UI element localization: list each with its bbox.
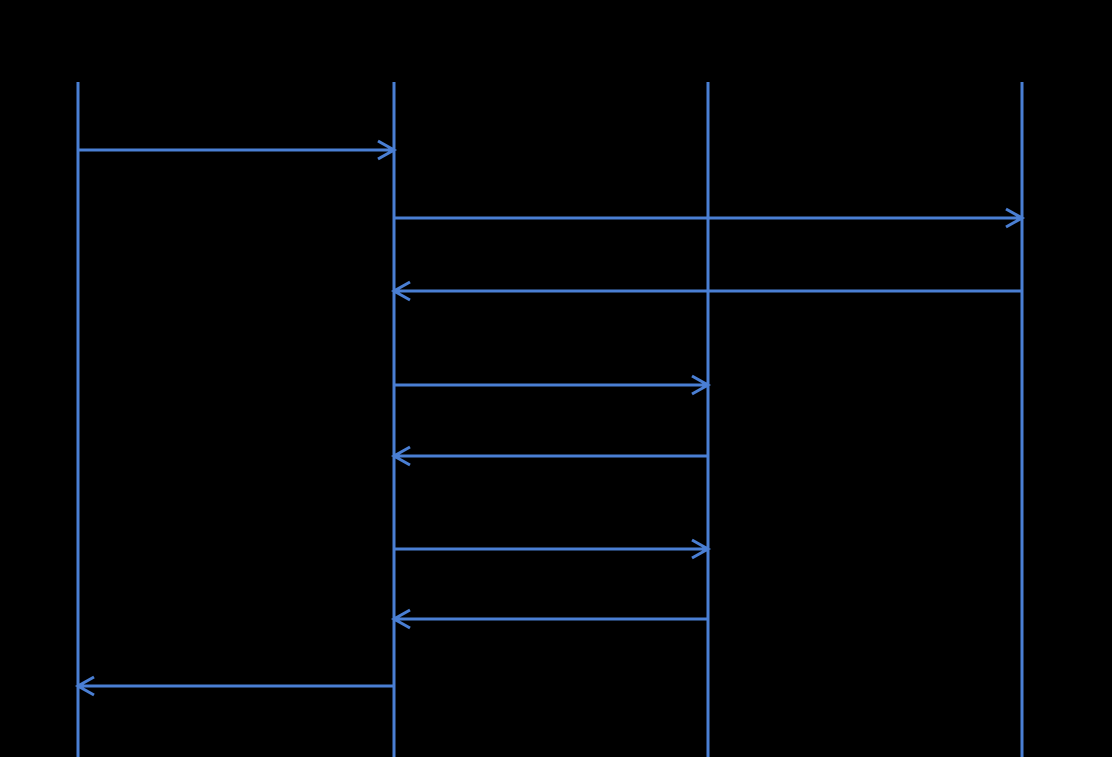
message-arrowhead-7: [390, 608, 411, 630]
message-arrowhead-8: [74, 675, 95, 697]
message-arrowhead-5: [390, 445, 411, 467]
lifelines-group: [76, 82, 1024, 757]
messages-group: [74, 139, 1026, 697]
message-arrowhead-1: [377, 139, 398, 161]
message-arrowhead-3: [390, 280, 411, 302]
message-arrowhead-4: [691, 374, 712, 396]
message-arrowhead-2: [1005, 207, 1026, 229]
message-arrowhead-6: [691, 538, 712, 560]
